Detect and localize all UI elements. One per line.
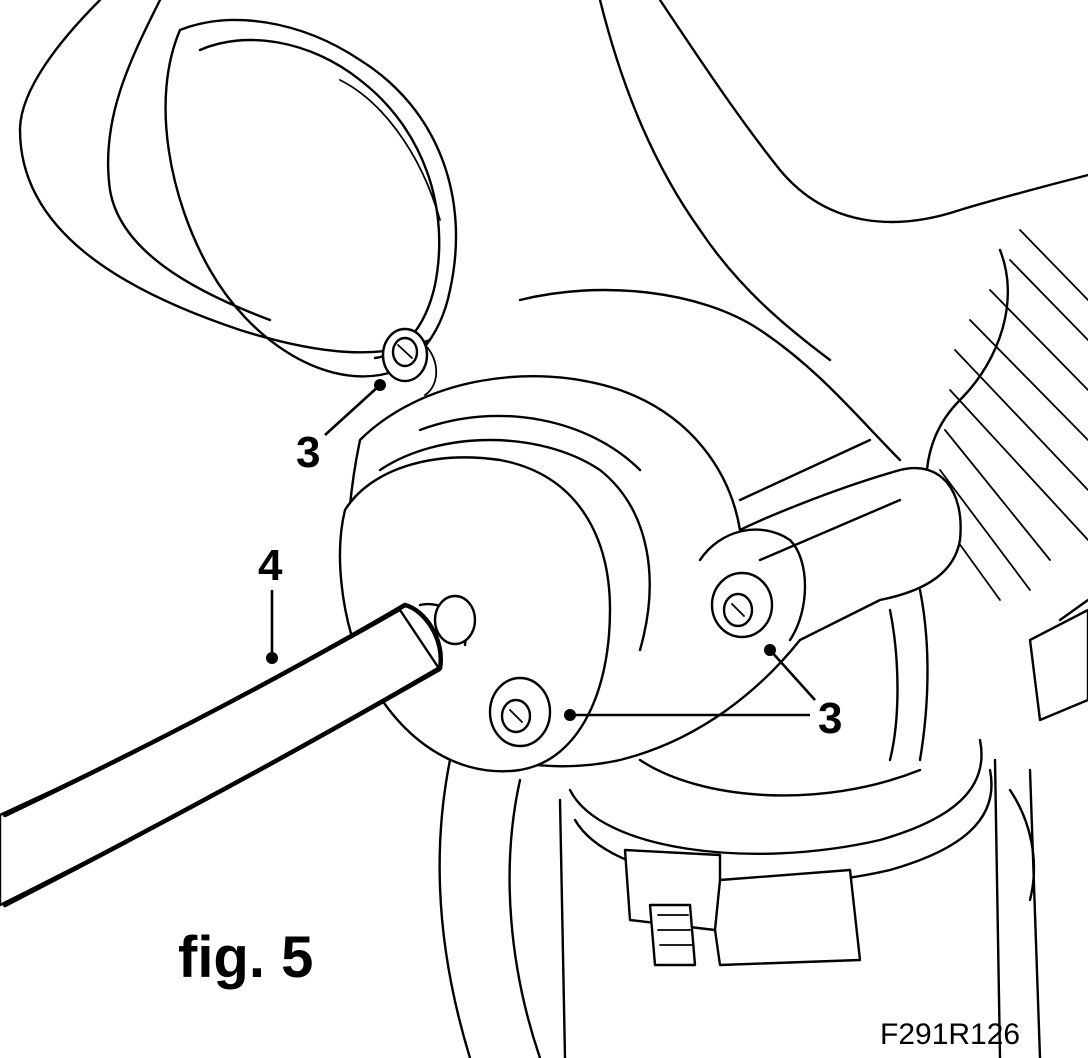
leader-dot-4 (266, 652, 278, 664)
callout-3-bottom: 3 (818, 694, 842, 743)
callout-4: 4 (258, 541, 283, 590)
leader-dot-3-front (564, 709, 576, 721)
leader-lines (266, 379, 816, 721)
oval-opening (164, 18, 458, 378)
callout-3-top: 3 (296, 428, 320, 477)
upper-housing (18, 0, 1088, 462)
figure-label: fig. 5 (178, 925, 313, 990)
bolt-right (710, 571, 774, 639)
bolt-top (381, 327, 438, 396)
ribbed-background (925, 229, 1088, 722)
outlet-pipe (438, 588, 1042, 1058)
leader-dot-3-right (764, 644, 776, 656)
figure-code: F291R126 (880, 1018, 1020, 1051)
bolt-front (488, 676, 552, 748)
sensor-body (338, 375, 962, 773)
leader-3-top (324, 384, 381, 436)
vacuum-hose (0, 594, 477, 908)
leader-dot-3-top (374, 379, 386, 391)
leader-3-bottom-b (769, 649, 816, 701)
